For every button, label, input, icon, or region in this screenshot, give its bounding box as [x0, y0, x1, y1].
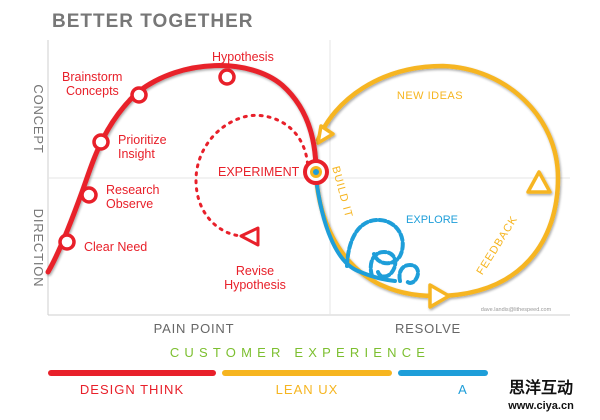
y-label-direction: DIRECTION	[31, 209, 46, 288]
node-clear-need	[58, 233, 76, 251]
agile-bar	[398, 370, 488, 376]
node-research	[80, 186, 98, 204]
watermark-background	[490, 373, 600, 415]
label-research: Research	[106, 183, 160, 197]
watermark-chinese: 思洋互动	[509, 378, 573, 397]
node-brainstorm	[130, 86, 148, 104]
label-insight: Insight	[118, 147, 155, 161]
x-label-resolve: RESOLVE	[395, 321, 461, 336]
label-explore: EXPLORE	[406, 214, 458, 226]
customer-experience-label: CUSTOMER EXPERIENCE	[170, 345, 430, 360]
blue-loop-medium	[368, 249, 398, 279]
credit-text: dave.landis@lithespeed.com	[481, 307, 552, 313]
label-revise-hypothesis: Hypothesis	[224, 278, 286, 292]
label-prioritize: Prioritize	[118, 133, 167, 147]
revise-arrow	[239, 226, 260, 247]
watermark-url: www.ciya.cn	[507, 400, 574, 412]
footer-bars	[48, 370, 488, 376]
yellow-arrow-right	[526, 170, 552, 194]
agile-explore-loops	[314, 176, 420, 285]
blue-loop-large	[345, 217, 405, 268]
label-hypothesis: Hypothesis	[212, 50, 274, 64]
blue-loop-small	[397, 262, 420, 285]
x-label-pain-point: PAIN POINT	[154, 321, 235, 336]
label-new-ideas: NEW IDEAS	[397, 90, 463, 102]
yellow-arrow-bottom	[428, 283, 451, 309]
label-revise: Revise	[236, 264, 274, 278]
step-nodes	[58, 68, 236, 251]
node-hypothesis	[218, 68, 236, 86]
design-think-label: DESIGN THINK	[80, 382, 184, 397]
experiment-hub	[303, 159, 329, 185]
yellow-arrow-top	[316, 124, 335, 145]
label-observe: Observe	[106, 197, 153, 211]
label-feedback: FEEDBACK	[475, 214, 521, 277]
lean-ux-bar	[222, 370, 392, 376]
hub-blue-center	[313, 169, 319, 175]
design-think-bar	[48, 370, 216, 376]
label-clear-need: Clear Need	[84, 240, 147, 254]
y-label-concept: CONCEPT	[31, 84, 46, 153]
label-build-it: BUILD IT	[329, 165, 354, 220]
red-dotted-loop	[194, 113, 310, 238]
lean-ux-label: LEAN UX	[276, 382, 339, 397]
label-brainstorm: Brainstorm	[62, 70, 122, 84]
agile-label: A	[458, 382, 468, 397]
label-concepts: Concepts	[66, 84, 119, 98]
watermark: 思洋互动 www.ciya.cn	[490, 373, 600, 415]
lean-ux-loop	[313, 63, 561, 309]
revise-loop	[194, 113, 310, 247]
blue-main-path	[314, 176, 397, 283]
page-title: BETTER TOGETHER	[52, 11, 254, 32]
node-prioritize	[92, 133, 110, 151]
label-experiment: EXPERIMENT	[218, 165, 300, 179]
